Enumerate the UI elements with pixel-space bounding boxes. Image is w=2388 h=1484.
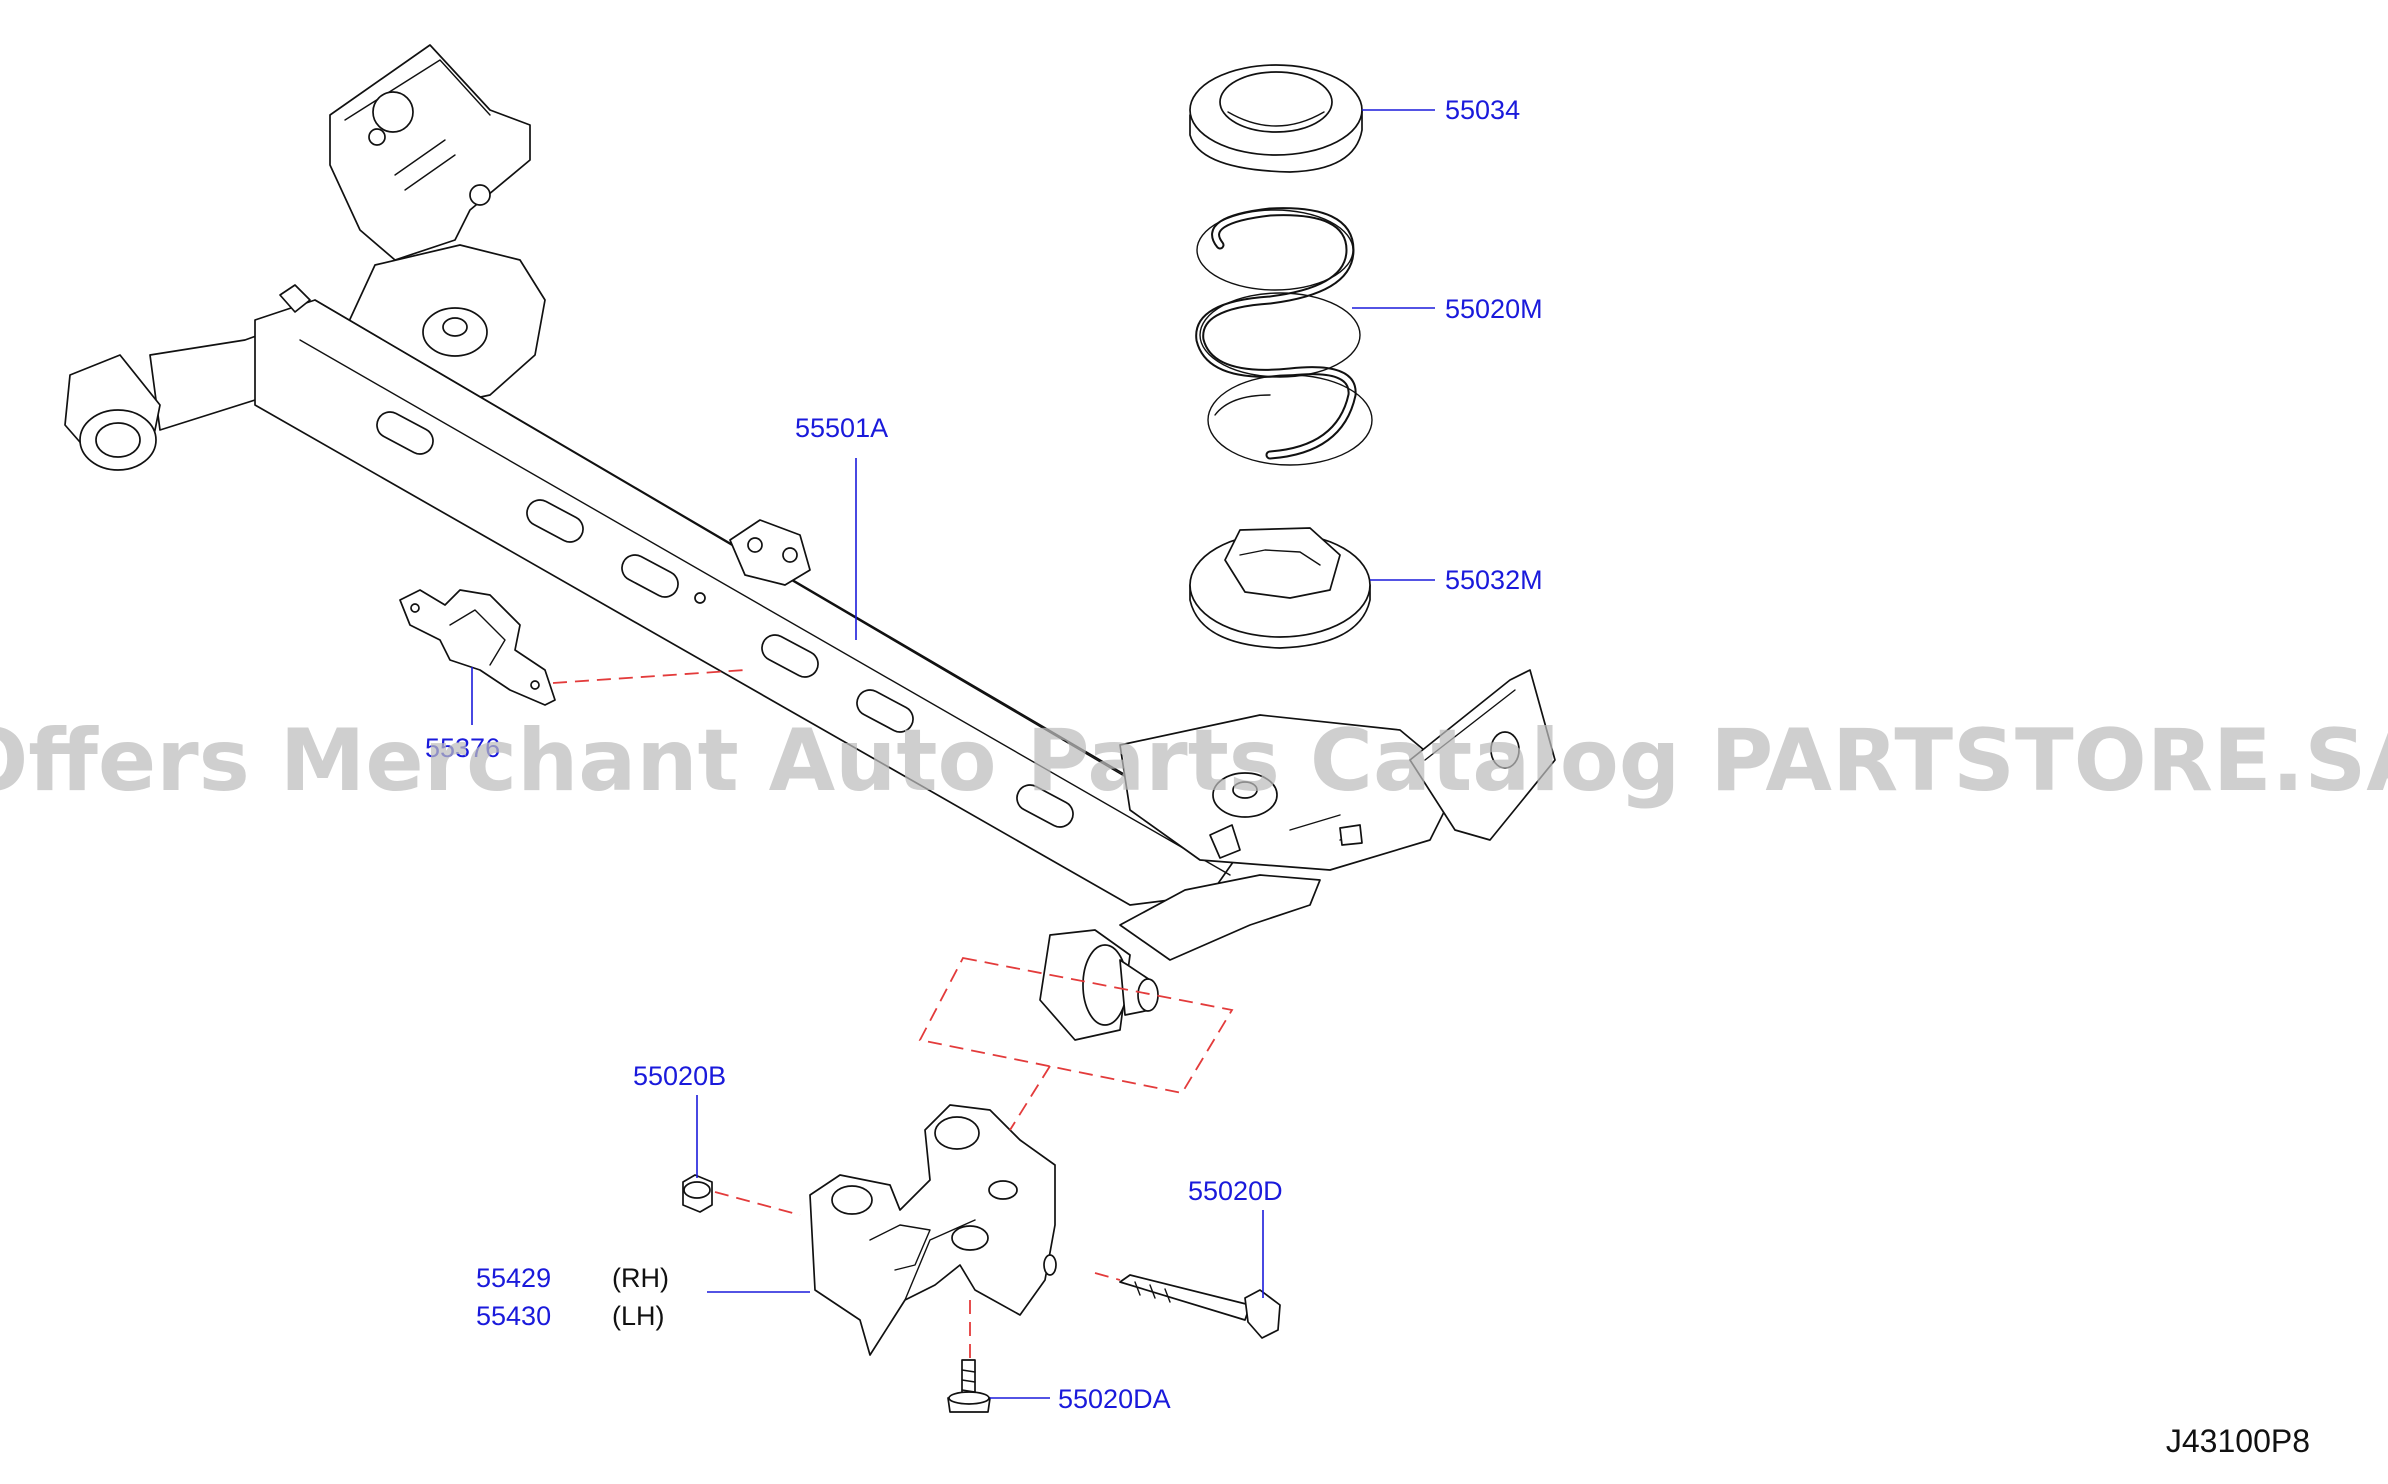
left-bushing[interactable] xyxy=(64,354,161,471)
small-bracket[interactable] xyxy=(399,589,556,706)
label-axle-beam[interactable]: 55501A xyxy=(795,413,888,443)
upper-spring-seat[interactable] xyxy=(1189,64,1363,173)
label-flange-nut[interactable]: 55020B xyxy=(633,1061,726,1091)
beam-slots xyxy=(376,411,1074,828)
coil-spring[interactable] xyxy=(1195,207,1373,466)
label-upper-seat[interactable]: 55034 xyxy=(1445,95,1520,125)
label-bracket-rh[interactable]: 55429 xyxy=(476,1263,551,1293)
label-small-bracket[interactable]: 55376 xyxy=(425,733,500,763)
long-bolt[interactable] xyxy=(1119,1274,1281,1339)
short-bolt[interactable] xyxy=(947,1359,991,1413)
leader-lines xyxy=(471,109,1435,1399)
diagram-code: J43100P8 xyxy=(2166,1423,2310,1459)
label-bracket-rh-side: (RH) xyxy=(612,1263,669,1293)
label-bracket-lh-side: (LH) xyxy=(612,1301,665,1331)
label-short-bolt[interactable]: 55020DA xyxy=(1058,1384,1171,1414)
axle-beam[interactable] xyxy=(149,44,1556,961)
label-lower-seat[interactable]: 55032M xyxy=(1445,565,1543,595)
label-bracket-lh[interactable]: 55430 xyxy=(476,1301,551,1331)
alignment-lines xyxy=(552,669,1234,1360)
label-coil-spring[interactable]: 55020M xyxy=(1445,294,1543,324)
lower-spring-seat[interactable] xyxy=(1189,527,1371,649)
flange-nut[interactable] xyxy=(682,1174,713,1213)
mount-bracket[interactable] xyxy=(809,1104,1057,1356)
watermark-text: Offers Merchant Auto Parts Catalog PARTS… xyxy=(0,711,2388,811)
label-long-bolt[interactable]: 55020D xyxy=(1188,1176,1283,1206)
